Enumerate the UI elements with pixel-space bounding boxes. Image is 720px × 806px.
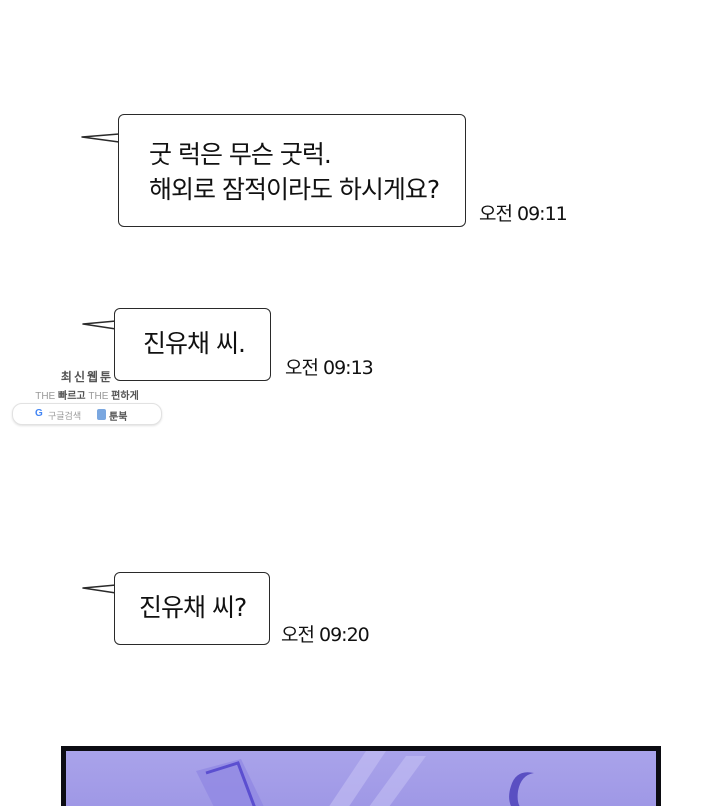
chat-bubble-incoming: 진유채 씨. — [114, 308, 271, 381]
bubble-tail — [81, 133, 120, 143]
chat-bubble-incoming: 진유채 씨? — [114, 572, 270, 645]
message-text-line: 진유채 씨. — [143, 329, 246, 358]
google-icon: G — [35, 408, 43, 419]
message-timestamp: 오전 09:20 — [281, 624, 370, 646]
watermark-fast: 빠르고 — [58, 391, 86, 402]
google-search-label: 구글검색 — [48, 411, 82, 421]
watermark-the: THE — [88, 391, 109, 402]
toon-icon — [97, 409, 106, 420]
message-timestamp: 오전 09:11 — [479, 203, 568, 225]
watermark-tagline: THE 빠르고 THE 편하게 — [12, 387, 162, 402]
message-text-line: 굿 럭은 무슨 굿럭. — [149, 140, 332, 169]
toon-label: 툰북 — [109, 412, 128, 423]
message-text-line: 해외로 잠적이라도 하시게요? — [149, 175, 440, 204]
site-watermark: 최신웹툰 THE 빠르고 THE 편하게 G 구글검색 툰북 — [12, 368, 162, 426]
watermark-search-pill: G 구글검색 툰북 — [12, 403, 162, 425]
watermark-the: THE — [35, 391, 56, 402]
message-timestamp: 오전 09:13 — [285, 357, 374, 379]
panel-illustration — [196, 751, 534, 806]
bubble-tail — [82, 320, 117, 330]
message-text-line: 진유채 씨? — [139, 593, 247, 622]
bubble-tail — [82, 584, 117, 594]
watermark-title: 최신웹툰 — [60, 370, 114, 384]
watermark-easy: 편하게 — [111, 391, 139, 402]
chat-bubble-incoming: 굿 럭은 무슨 굿럭. 해외로 잠적이라도 하시게요? — [118, 114, 466, 227]
comic-panel — [61, 746, 661, 806]
